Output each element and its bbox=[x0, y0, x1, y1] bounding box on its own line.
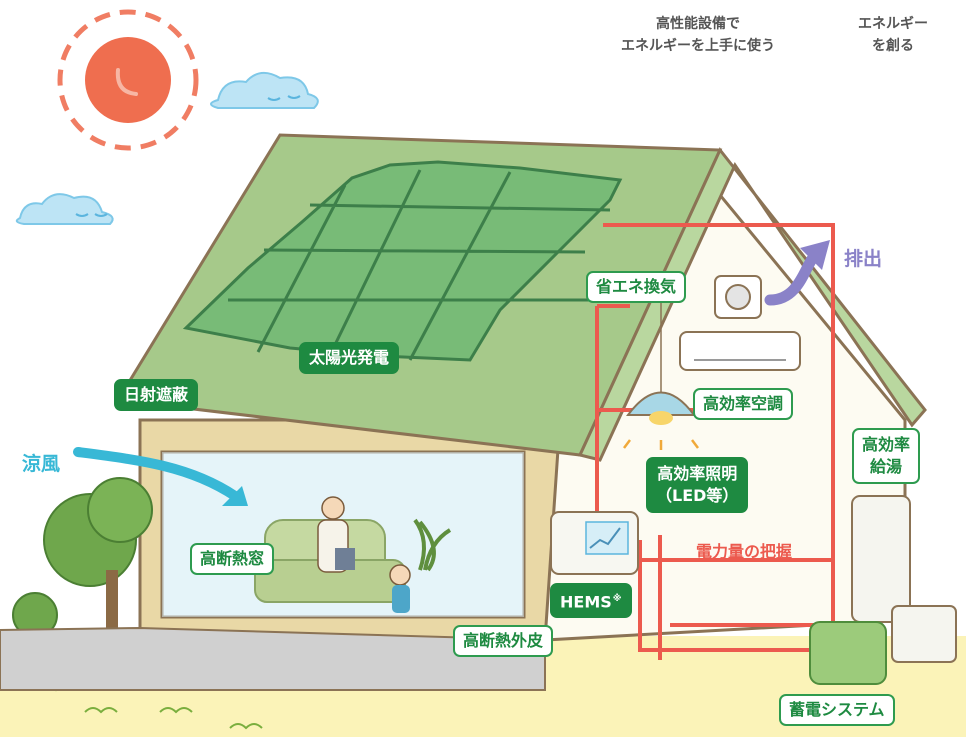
ventilation-tag: 省エネ換気 bbox=[586, 271, 687, 303]
hems-note-mark: ※ bbox=[612, 594, 622, 604]
water-heater-tag-line1: 高効率 bbox=[862, 435, 911, 454]
window-tag: 高断熱窓 bbox=[190, 543, 275, 575]
heading-use-energy: 高性能設備で エネルギーを上手に使う bbox=[598, 13, 798, 57]
water-heater-tag: 高効率 給湯 bbox=[852, 428, 921, 484]
tree-icon bbox=[12, 477, 153, 638]
sun-icon bbox=[57, 9, 199, 151]
heading-create-line2: を創る bbox=[872, 38, 914, 54]
solar-shading-tag: 日射遮蔽 bbox=[114, 379, 199, 411]
solar-power-tag: 太陽光発電 bbox=[299, 342, 400, 374]
hems-tag-text: HEMS bbox=[560, 592, 612, 612]
foundation bbox=[0, 626, 546, 691]
hems-tag: HEMS※ bbox=[550, 583, 632, 619]
breeze-label: 涼風 bbox=[22, 453, 61, 475]
breeze-arrow bbox=[73, 447, 240, 501]
lighting-tag: 高効率照明 （LED等） bbox=[646, 457, 749, 513]
cloud-icon bbox=[210, 71, 319, 109]
lighting-tag-line2: （LED等） bbox=[656, 486, 739, 505]
storage-tag: 蓄電システム bbox=[779, 694, 895, 726]
solar-panel-array bbox=[182, 160, 623, 362]
roof-right bbox=[577, 147, 927, 462]
water-heater bbox=[851, 495, 911, 623]
heading-use-line1: 高性能設備で bbox=[656, 16, 740, 32]
air-conditioner bbox=[679, 331, 801, 371]
family-illustration bbox=[254, 496, 452, 613]
exhaust-label: 排出 bbox=[844, 248, 883, 270]
aircon-tag: 高効率空調 bbox=[693, 388, 794, 420]
pendant-lamp bbox=[626, 391, 696, 416]
water-heater-tag-line2: 給湯 bbox=[870, 457, 903, 476]
power-monitor-label: 電力量の把握 bbox=[696, 542, 793, 561]
cloud-icon bbox=[15, 193, 114, 225]
lighting-tag-line1: 高効率照明 bbox=[657, 464, 738, 483]
heading-create-energy: エネルギー を創る bbox=[848, 13, 938, 57]
envelope-tag: 高断熱外皮 bbox=[453, 625, 554, 657]
heat-pump-unit bbox=[891, 605, 957, 663]
heading-use-line2: エネルギーを上手に使う bbox=[621, 38, 775, 54]
heading-create-line1: エネルギー bbox=[858, 16, 928, 32]
battery-unit bbox=[809, 621, 887, 685]
